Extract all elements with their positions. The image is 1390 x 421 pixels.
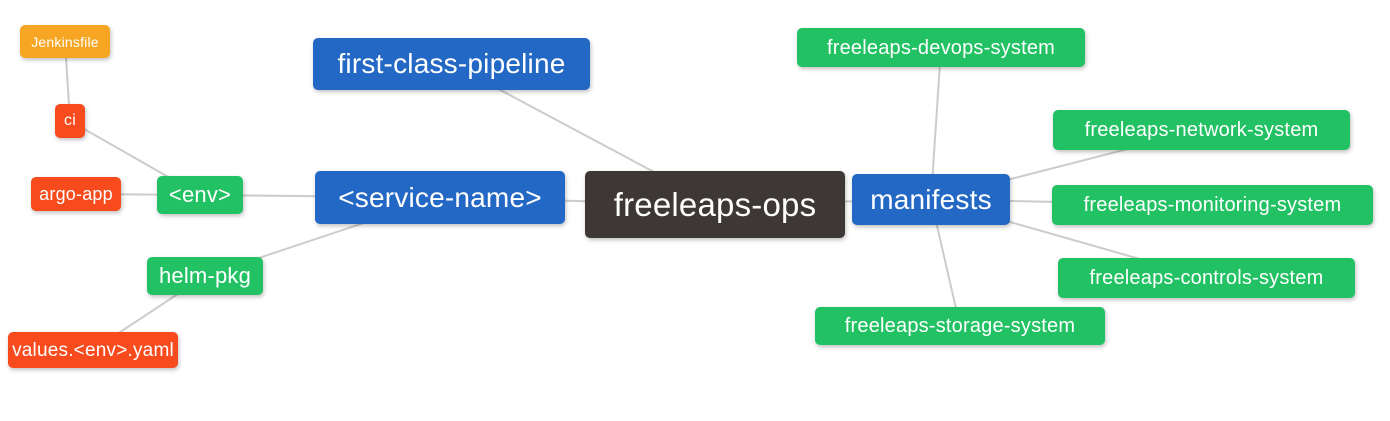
node-values-env-yaml[interactable]: values.<env>.yaml [8, 332, 178, 368]
node-freeleaps-storage-system[interactable]: freeleaps-storage-system [815, 307, 1105, 345]
node-ci[interactable]: ci [55, 104, 85, 138]
node-freeleaps-monitoring-system[interactable]: freeleaps-monitoring-system [1052, 185, 1373, 225]
node-manifests[interactable]: manifests [852, 174, 1010, 225]
node-env[interactable]: <env> [157, 176, 243, 214]
node-freeleaps-controls-system[interactable]: freeleaps-controls-system [1058, 258, 1355, 298]
node-freeleaps-devops-system[interactable]: freeleaps-devops-system [797, 28, 1085, 67]
node-helm-pkg[interactable]: helm-pkg [147, 257, 263, 295]
node-jenkinsfile[interactable]: Jenkinsfile [20, 25, 110, 58]
node-freeleaps-network-system[interactable]: freeleaps-network-system [1053, 110, 1350, 150]
node-first-class-pipeline[interactable]: first-class-pipeline [313, 38, 590, 90]
node-argo-app[interactable]: argo-app [31, 177, 121, 211]
node-service-name[interactable]: <service-name> [315, 171, 565, 224]
node-freeleaps-ops[interactable]: freeleaps-ops [585, 171, 845, 238]
